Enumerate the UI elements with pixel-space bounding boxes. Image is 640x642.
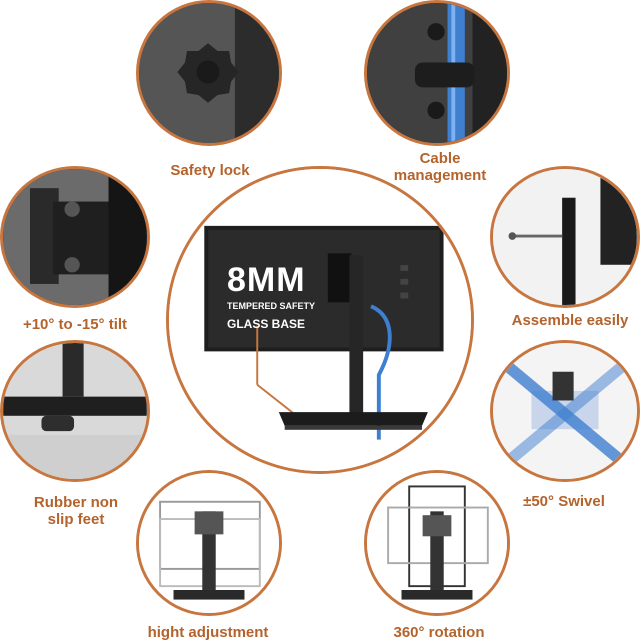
height-adjust-image xyxy=(139,473,279,613)
rotation-label: 360° rotation xyxy=(393,624,485,641)
monitor-stand-image xyxy=(169,169,471,471)
rubber-feet-label: Rubber non slip feet xyxy=(33,494,119,528)
main-subline-1: TEMPERED SAFETY xyxy=(227,301,316,311)
main-subline-2: GLASS BASE xyxy=(227,317,306,331)
height-label: hight adjustment xyxy=(147,624,269,641)
cable-management-circle xyxy=(364,0,510,146)
rubber-feet-circle xyxy=(0,340,150,482)
rotation-circle xyxy=(364,470,510,616)
tilt-label: +10° to -15° tilt xyxy=(22,316,128,333)
safety-lock-label: Safety lock xyxy=(170,162,250,179)
assemble-pole-image xyxy=(493,169,637,305)
assemble-circle xyxy=(490,166,640,308)
assemble-label: Assemble easily xyxy=(511,312,629,329)
tilt-bracket-image xyxy=(3,169,147,305)
swivel-label: ±50° Swivel xyxy=(523,493,605,510)
rubber-feet-image xyxy=(3,343,147,479)
rotation-image xyxy=(367,473,507,613)
cable-clip-image xyxy=(367,3,507,143)
safety-lock-knob-image xyxy=(139,3,279,143)
cable-management-label: Cable management xyxy=(393,150,487,184)
safety-lock-circle xyxy=(136,0,282,146)
swivel-image xyxy=(493,343,637,479)
swivel-circle xyxy=(490,340,640,482)
main-headline: 8MM xyxy=(227,261,306,299)
tilt-circle xyxy=(0,166,150,308)
main-product-circle: 8MM TEMPERED SAFETY GLASS BASE xyxy=(166,166,474,474)
height-circle xyxy=(136,470,282,616)
